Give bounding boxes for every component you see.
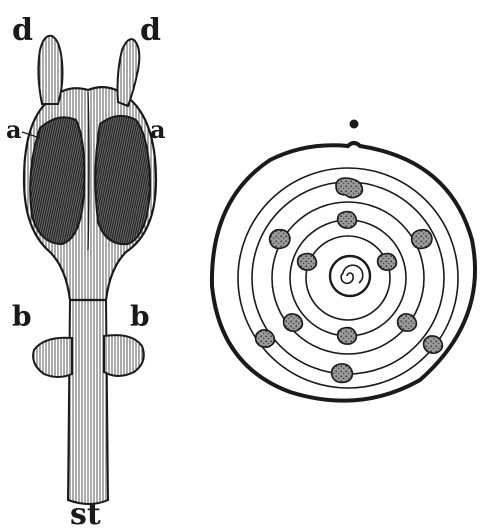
nodule-top-inner — [338, 212, 357, 229]
stalk — [68, 300, 108, 504]
nodule-top-outer — [336, 178, 362, 198]
ring-2 — [252, 182, 444, 374]
nodule-lower-right-inner — [398, 314, 417, 331]
label-b-right: b — [130, 300, 150, 333]
nodule-bottom-inner — [338, 328, 357, 345]
label-d-left: d — [12, 13, 33, 48]
ring-5 — [306, 236, 390, 320]
horn-left — [38, 36, 62, 104]
nodule-lower-left-outer — [256, 330, 275, 347]
nodule-lower-right-outer — [424, 336, 443, 353]
anther-sac-right — [95, 116, 150, 244]
top-dot — [350, 120, 359, 129]
label-b-left: b — [12, 300, 32, 333]
label-a-left: a — [6, 115, 22, 144]
nodule-left-inner — [298, 254, 317, 271]
lobe-left — [33, 338, 72, 377]
nodule-upper-left-outer — [270, 230, 290, 249]
label-d-right: d — [140, 13, 161, 48]
ring-1 — [238, 168, 458, 388]
label-st: st — [70, 497, 101, 529]
center-ring — [330, 256, 370, 296]
label-a-right: a — [150, 115, 166, 144]
nodule-lower-left-inner — [284, 314, 303, 331]
center-spiral — [341, 265, 363, 283]
nodule-upper-right-outer — [412, 230, 432, 249]
nodule-right-inner — [378, 254, 397, 271]
nodule-bottom-outer — [332, 364, 353, 383]
lobe-right — [104, 335, 144, 376]
stamen-figure: d d a a b b st — [6, 13, 166, 529]
floral-diagram — [212, 120, 475, 401]
ring-4 — [290, 220, 406, 336]
horn-right — [118, 39, 140, 106]
anther-sac-left — [30, 117, 84, 244]
